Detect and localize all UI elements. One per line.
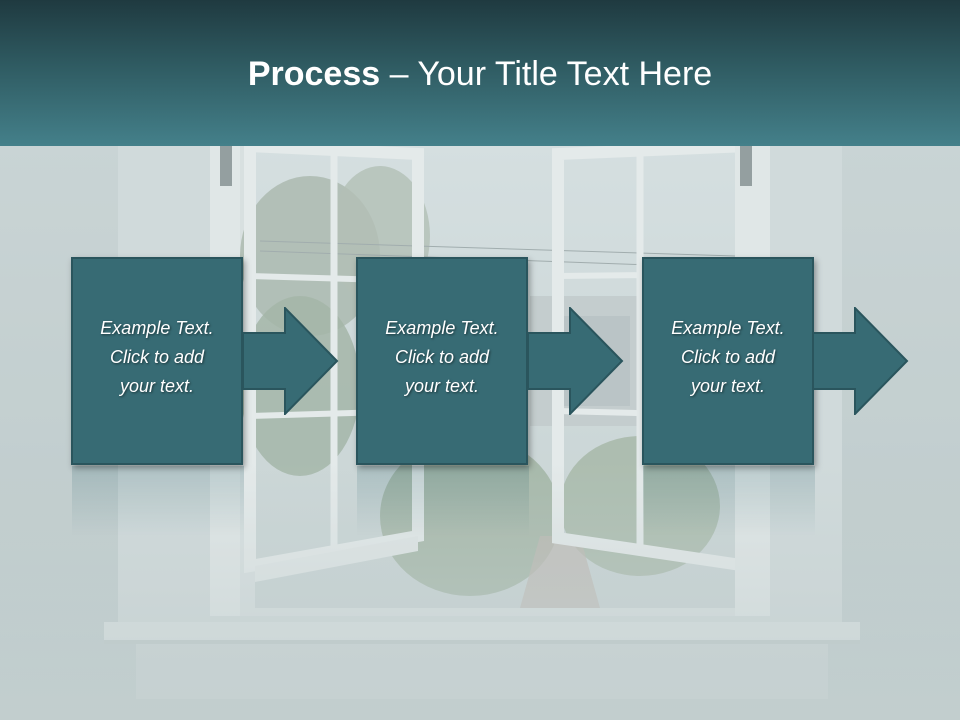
process-step-2-box[interactable]: Example Text. Click to add your text. <box>356 257 528 465</box>
boxes-reflection <box>72 466 815 536</box>
title-band <box>0 0 960 146</box>
process-step-2-text[interactable]: Example Text. Click to add your text. <box>385 318 499 396</box>
title-bold-part: Process <box>247 55 381 93</box>
process-step-1-box[interactable]: Example Text. Click to add your text. <box>71 257 243 465</box>
slide-title[interactable]: Process – Your Title Text Here <box>0 52 960 96</box>
process-arrow-3-icon <box>813 307 909 415</box>
process-arrow-2-icon <box>528 307 624 415</box>
process-step-1-text[interactable]: Example Text. Click to add your text. <box>100 318 214 396</box>
title-rest-part: – Your Title Text Here <box>380 55 713 93</box>
process-arrow-1-icon <box>243 307 339 415</box>
process-step-3-text[interactable]: Example Text. Click to add your text. <box>671 318 785 396</box>
process-step-3-box[interactable]: Example Text. Click to add your text. <box>642 257 814 465</box>
